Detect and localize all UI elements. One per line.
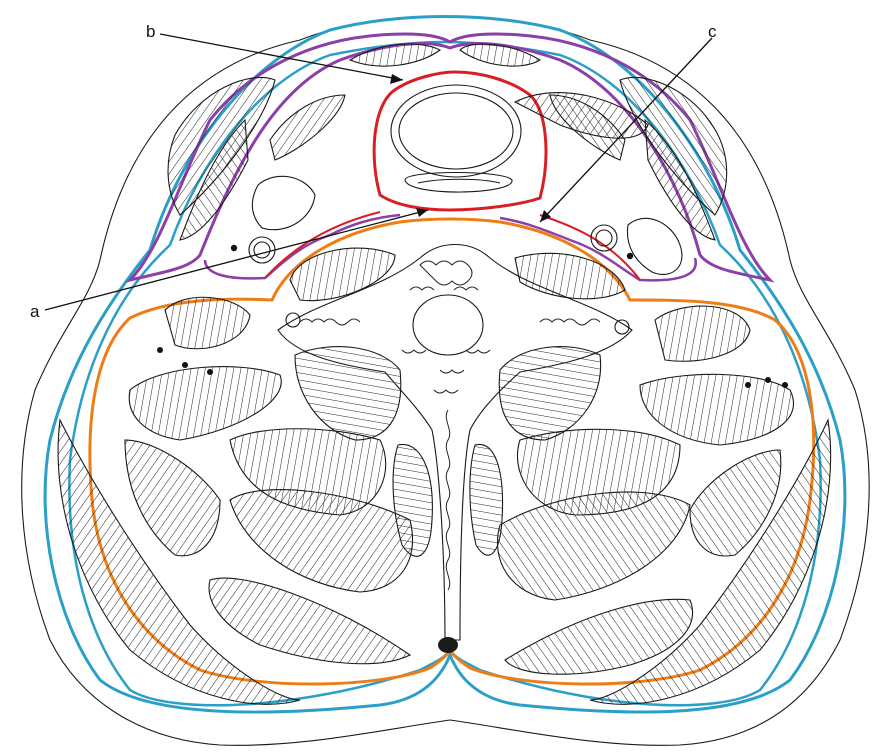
trachea-outer [391,85,521,177]
label-a: a [30,302,40,321]
trachea-inner [399,93,513,169]
leader-arrow-b [390,74,403,84]
spinous-process-tip [438,637,458,653]
prevertebral-fascia [90,219,814,684]
esophagus-lumen [418,179,500,183]
pretracheal-fascia-lower [205,215,696,280]
spinal-canal [413,295,483,355]
label-c: c [708,22,717,41]
label-b: b [146,22,155,41]
